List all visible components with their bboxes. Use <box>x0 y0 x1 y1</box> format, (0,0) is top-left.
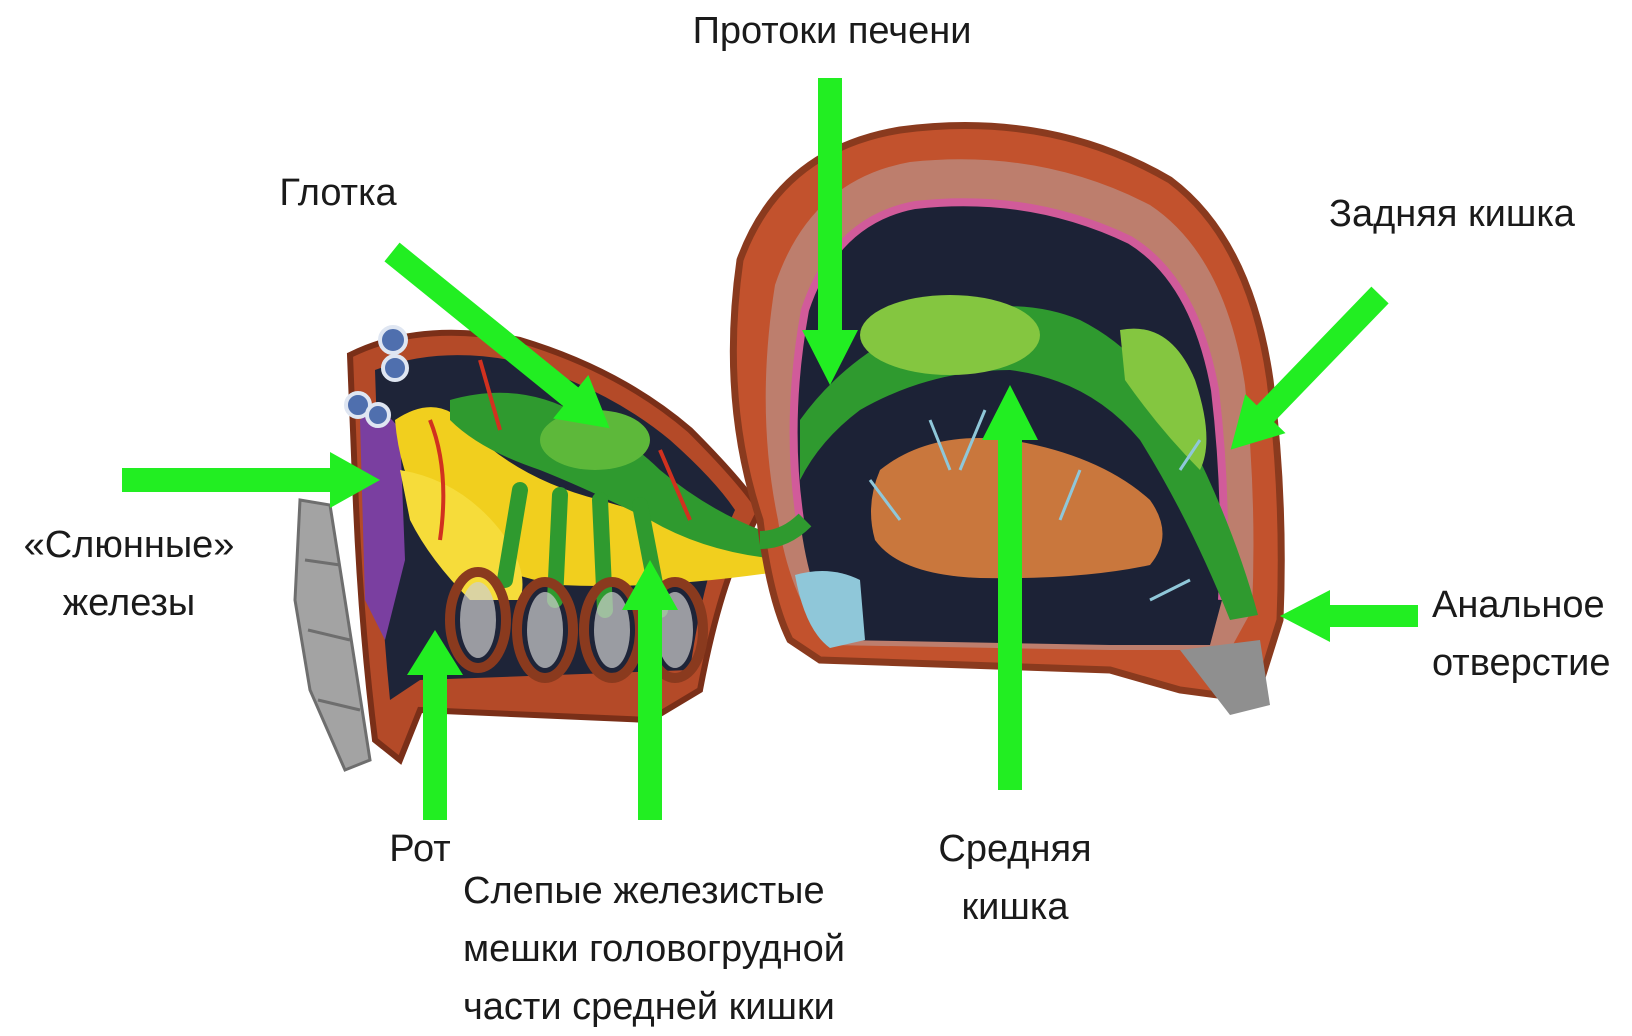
label-hindgut: Задняя кишка <box>1312 185 1592 243</box>
label-midgut: Средняя кишка <box>925 820 1105 936</box>
label-liver-ducts: Протоки печени <box>672 2 992 60</box>
label-mouth: Рот <box>365 820 475 878</box>
arrow-anus <box>1280 590 1418 642</box>
label-pharynx: Глотка <box>268 164 408 222</box>
label-blind-sacs: Слепые железистые мешки головогрудной ча… <box>463 862 893 1036</box>
arrow-salivary-glands <box>122 452 380 508</box>
label-salivary-glands: «Слюнные» железы <box>4 516 254 632</box>
label-anus: Анальное отверстие <box>1432 576 1627 692</box>
